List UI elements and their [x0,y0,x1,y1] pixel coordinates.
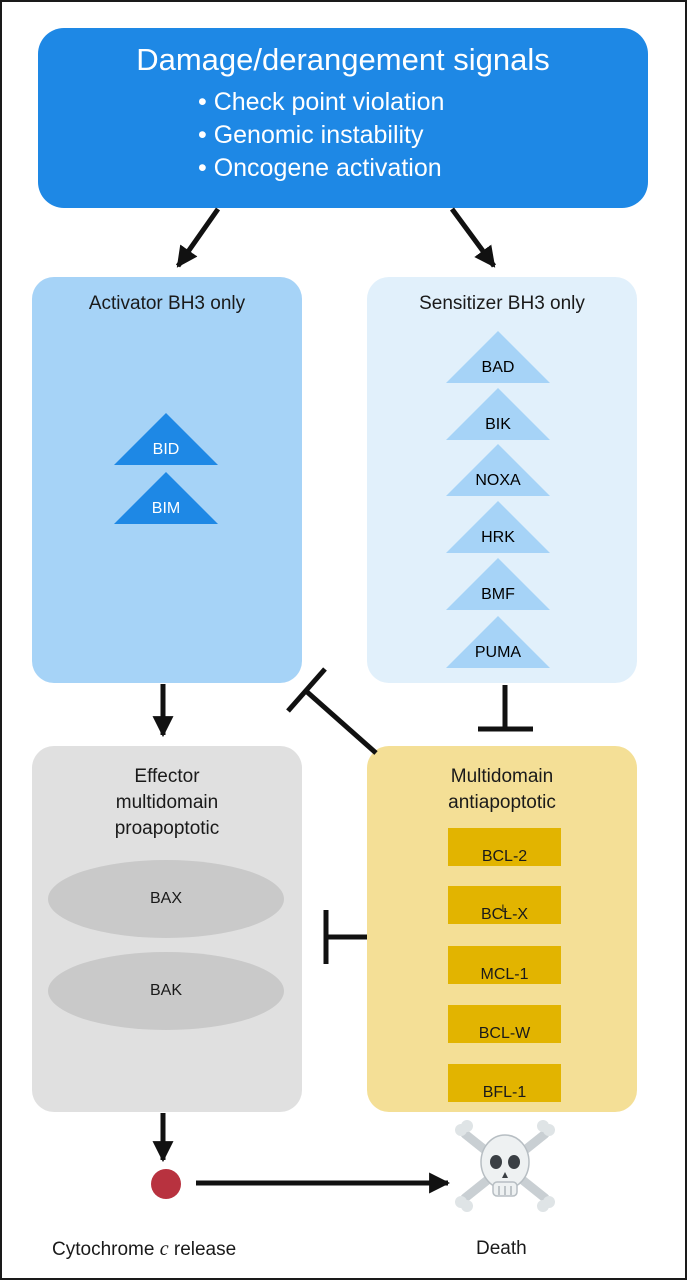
label-italic: c [159,1238,169,1260]
sensitizer-item-bad: BAD [446,331,550,383]
death-label: Death [476,1238,527,1259]
signal-item: • Check point violation [198,88,445,116]
sensitizer-title: Sensitizer BH3 only [419,293,585,314]
effector-title-line: Effector [134,766,200,787]
signals-title: Damage/derangement signals [136,42,550,77]
effector-item-bax: BAX [48,860,284,938]
triangle-shape [114,472,218,524]
effector-title-line: proapoptotic [114,818,220,839]
triangle-shape [446,388,550,440]
skull-and-crossbones-icon [455,1120,555,1212]
antiapoptotic-title-line: Multidomain [450,766,554,787]
triangle-shape [114,413,218,465]
sensitizer-item-hrk: HRK [446,501,550,553]
triangle-shape [446,444,550,496]
sensitizer-item-label: BAD [481,359,515,376]
effector-proapoptotic-panel: Effector multidomain proapoptotic BAX BA… [32,746,302,1112]
sensitizer-bh3-panel: Sensitizer BH3 only BAD BIK NOXA HRK BMF… [367,277,637,683]
sensitizer-item-bik: BIK [446,388,550,440]
label-main: BCL-2 [481,848,528,865]
effector-item-label: BAK [149,982,182,999]
activator-title: Activator BH3 only [88,293,246,314]
label-main: BCL-W [478,1025,531,1042]
effector-item-label: BAX [149,890,182,907]
arrow-signals-to-sensitizer [449,207,497,268]
triangle-shape [446,501,550,553]
triangle-shape [446,331,550,383]
antiapoptotic-item-mcl1: MCL-1 [448,946,561,984]
effector-title-line: multidomain [115,792,219,813]
damage-signals-box: Damage/derangement signals • Check point… [38,28,648,208]
cytochrome-release-label: Cytochrome c release [52,1238,236,1261]
signals-list: • Check point violation • Genomic instab… [198,86,444,185]
label-main: BCL-X [480,906,529,923]
activator-bh3-panel: Activator BH3 only BID BIM [32,277,302,683]
sensitizer-item-label: HRK [481,529,515,546]
sensitizer-item-bmf: BMF [446,558,550,610]
arrow-signals-to-activator [175,207,221,268]
activator-item-bid: BID [114,413,218,465]
antiapoptotic-item-bcl2: BCL-2 [448,828,561,866]
antiapoptotic-title-line: antiapoptotic [448,792,556,813]
activator-item-bim: BIM [114,472,218,524]
label-main: MCL-1 [480,966,529,983]
sensitizer-item-puma: PUMA [446,616,550,668]
effector-item-bak: BAK [48,952,284,1030]
inhibit-antiapoptotic-activator-line [304,689,378,755]
signal-item: • Oncogene activation [198,154,442,182]
activator-item-label: BIM [151,500,181,517]
inhibit-antiapoptotic-activator-bar [286,667,327,713]
activator-item-label: BID [152,441,180,458]
signal-item: • Genomic instability [198,121,424,149]
label-text: release [168,1239,237,1260]
sensitizer-item-label: BIK [485,416,511,433]
triangle-shape [446,558,550,610]
antiapoptotic-item-bclw: BCL-W [448,1005,561,1043]
label-subscript: L [501,903,508,915]
label-main: BFL-1 [482,1084,527,1101]
antiapoptotic-item-bfl1: BFL-1 [448,1064,561,1102]
triangle-shape [446,616,550,668]
cytochrome-c-dot [151,1169,181,1199]
sensitizer-item-noxa: NOXA [446,444,550,496]
sensitizer-item-label: PUMA [474,644,522,661]
sensitizer-item-label: NOXA [475,472,521,489]
sensitizer-item-label: BMF [481,586,515,603]
label-text: Cytochrome [52,1239,160,1260]
